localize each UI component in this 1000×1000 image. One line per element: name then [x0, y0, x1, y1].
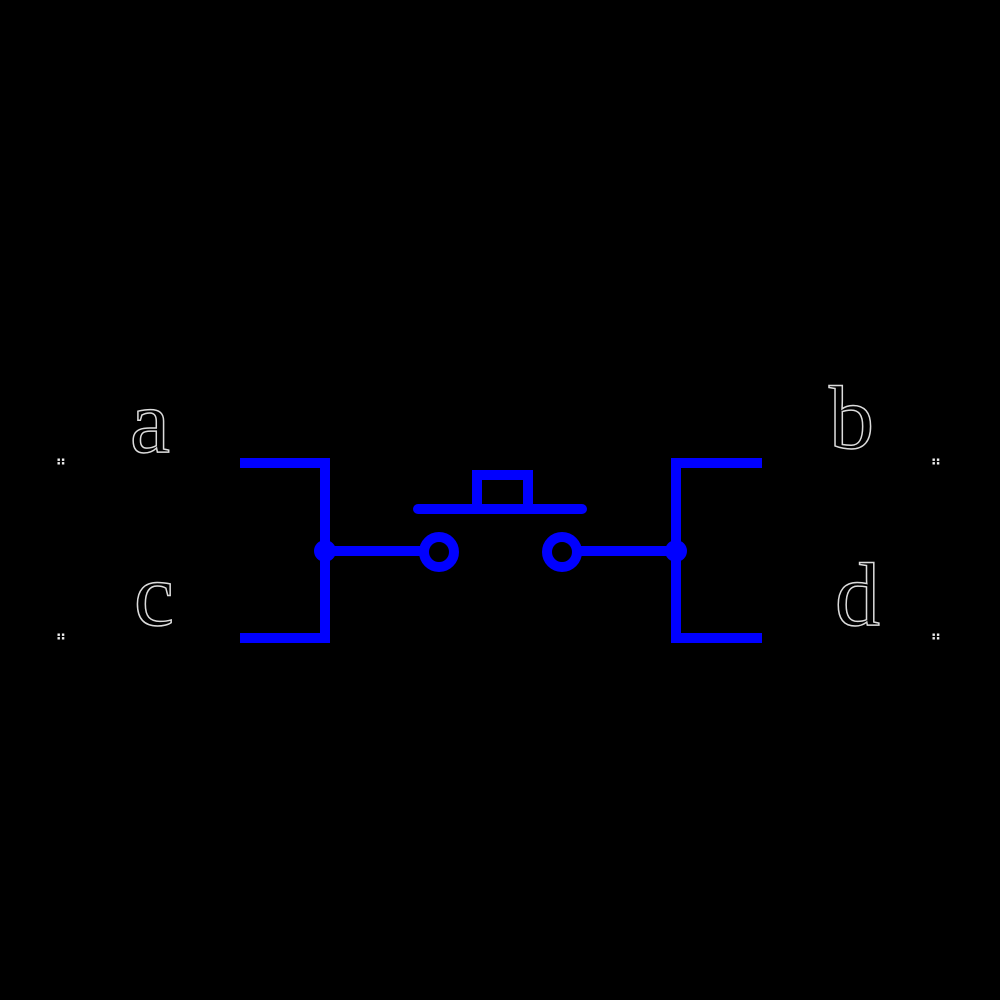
terminal-label-d: d: [835, 546, 880, 645]
pin-markers-group: [57, 458, 940, 640]
terminal-label-c: c: [134, 546, 174, 645]
pin-marker-a: [57, 458, 65, 465]
junctions-group: [314, 540, 687, 562]
labels-group: a b c d: [129, 368, 881, 646]
pin-marker-b: [932, 458, 940, 465]
switch-contact-left[interactable]: [419, 532, 459, 572]
junction-dot-right: [665, 540, 687, 562]
terminal-label-a: a: [130, 373, 170, 472]
terminal-label-b: b: [829, 369, 874, 468]
switch-actuator-cap[interactable]: [472, 470, 533, 508]
pin-marker-d: [932, 633, 940, 640]
junction-dot-left: [314, 540, 336, 562]
push-button-switch-icon[interactable]: [413, 470, 587, 572]
switch-contact-right[interactable]: [542, 532, 582, 572]
pin-marker-c: [57, 633, 65, 640]
